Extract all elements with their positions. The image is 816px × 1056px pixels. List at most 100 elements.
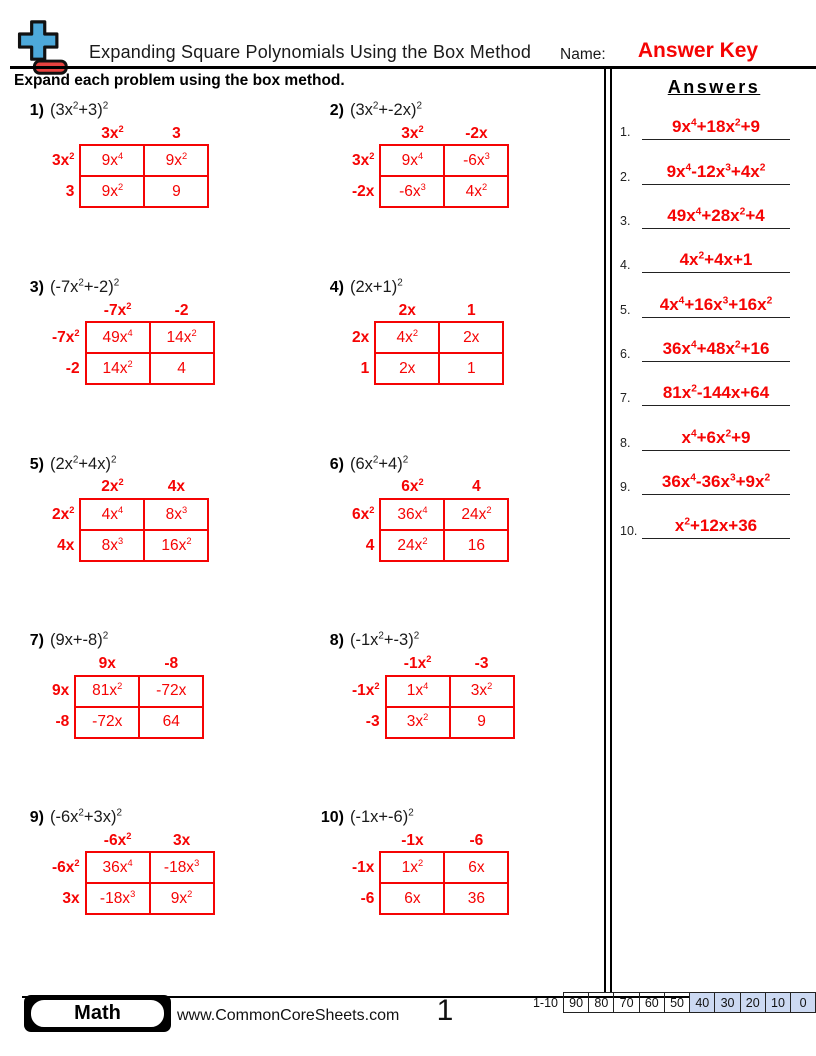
box-cell: -72x — [138, 674, 205, 708]
answer-value: 36x4+48x2+16 — [642, 339, 790, 363]
answer-value: 4x2+4x+1 — [642, 250, 790, 274]
answer-value: 49x4+28x2+4 — [642, 206, 790, 230]
problem: 8) (-1x2+-3)2 -1x2 -3 -1x2 1x4 3x2 -3 3x… — [314, 631, 600, 808]
box-cell: 2x — [438, 321, 505, 355]
answer-number: 10. — [620, 524, 638, 539]
answer-item: 2. 9x4-12x3+4x2 — [612, 140, 816, 185]
box-method-table: -7x2 -2 -7x2 49x4 14x2 -2 14x2 4 — [50, 300, 215, 386]
problem-number: 3) — [29, 278, 44, 296]
box-row-header: 3x — [62, 890, 80, 908]
problem-expression: (-7x2+-2)2 — [50, 277, 120, 296]
box-method-table: 2x2 4x 2x2 4x4 8x3 4x 8x3 16x2 — [50, 477, 210, 562]
header-divider — [10, 66, 816, 69]
answer-number: 2. — [620, 169, 631, 184]
answers-title: Answers — [667, 77, 761, 97]
box-cell: 16 — [443, 528, 510, 562]
box-col-header: -1x — [401, 831, 424, 849]
answer-item: 3. 49x4+28x2+4 — [612, 185, 816, 230]
problem-expression: (9x+-8)2 — [50, 630, 109, 650]
box-cell: -18x3 — [148, 851, 215, 885]
grade-cell: 10 — [764, 992, 792, 1013]
box-col-header: 9x — [98, 655, 116, 673]
box-cell: 36x4 — [379, 497, 446, 531]
box-col-header: 2x2 — [101, 477, 124, 496]
problem-body: (6x2+4)2 6x2 4 6x2 36x4 24x2 4 24x2 16 — [350, 454, 510, 562]
problem: 1) (3x2+3)2 3x2 3 3x2 9x4 9x2 3 9x2 9 — [14, 101, 314, 278]
box-col-header: 4x — [167, 478, 186, 496]
answer-number: 8. — [620, 435, 631, 450]
box-cell: 9 — [448, 705, 515, 739]
box-cell: 8x3 — [79, 528, 146, 562]
answer-item: 4. 4x2+4x+1 — [612, 229, 816, 274]
box-cell: 24x2 — [379, 528, 446, 562]
box-cell: 36x4 — [84, 851, 151, 885]
box-corner — [50, 303, 86, 323]
box-col-header: 3x2 — [401, 123, 424, 142]
answer-number: 7. — [620, 391, 631, 406]
answer-item: 9. 36x4-36x3+9x2 — [612, 451, 816, 496]
box-col-header: -6 — [469, 831, 484, 849]
box-col-header: -3 — [474, 655, 489, 673]
answer-number: 1. — [620, 125, 631, 140]
box-row-header: 2x — [352, 328, 370, 346]
grade-cell: 90 — [562, 992, 590, 1013]
box-cell: 64 — [138, 705, 205, 739]
box-method-table: 9x -8 9x 81x2 -72x -8 -72x 64 — [50, 655, 205, 739]
box-row-header: 1 — [360, 359, 370, 377]
problem-number: 9) — [29, 809, 44, 827]
answers-separator — [604, 69, 612, 992]
problem-number: 5) — [29, 455, 44, 473]
problem-expression: (2x2+4x)2 — [50, 454, 117, 473]
box-cell: 2x — [374, 352, 441, 386]
problem: 9) (-6x2+3x)2 -6x2 3x -6x2 36x4 -18x3 3x… — [14, 808, 314, 985]
box-col-header: 4 — [472, 478, 481, 496]
answer-item: 7. 81x2-144x+64 — [612, 362, 816, 407]
box-cell: 3x2 — [448, 674, 515, 708]
instructions-text: Expand each problem using the box method… — [14, 72, 345, 89]
name-label: Name: — [560, 46, 606, 63]
answer-value: x4+6x2+9 — [642, 428, 790, 451]
box-cell: 24x2 — [443, 497, 510, 531]
box-cell: 9x2 — [148, 882, 215, 916]
problem-expression: (-1x+-6)2 — [350, 807, 414, 827]
box-row-header: 3x2 — [352, 150, 375, 170]
answer-item: 10. x2+12x+36 — [612, 495, 816, 540]
box-cell: 49x4 — [84, 321, 151, 355]
box-col-header: 3x — [172, 831, 191, 849]
box-cell: 6x — [443, 851, 510, 885]
subject-badge-label: Math — [29, 998, 166, 1029]
answer-value: 36x4-36x3+9x2 — [642, 472, 790, 496]
problem-number: 1) — [29, 102, 44, 119]
box-col-header: 3 — [172, 124, 181, 142]
problem-number: 2) — [329, 102, 344, 119]
box-col-header: 6x2 — [401, 477, 424, 496]
answer-number: 4. — [620, 258, 631, 273]
box-row-header: -1x — [352, 859, 375, 877]
box-corner — [350, 303, 375, 323]
answer-value: 9x4+18x2+9 — [642, 117, 790, 141]
box-row-header: -6x2 — [52, 858, 80, 877]
box-col-header: -7x2 — [103, 300, 132, 319]
problem-expression: (6x2+4)2 — [350, 454, 409, 473]
footer-divider — [22, 996, 802, 998]
box-method-table: 3x2 -2x 3x2 9x4 -6x3 -2x -6x3 4x2 — [350, 123, 510, 209]
problem-number: 4) — [329, 278, 344, 296]
answer-item: 1. 9x4+18x2+9 — [612, 96, 816, 141]
box-cell: 1x2 — [379, 851, 446, 885]
box-cell: 9x2 — [79, 175, 146, 209]
box-row-header: -1x2 — [352, 681, 380, 700]
box-cell: 81x2 — [74, 674, 141, 708]
problem-body: (-1x+-6)2 -1x -6 -1x 1x2 6x -6 6x 36 — [350, 807, 510, 916]
box-cell: 14x2 — [84, 352, 151, 386]
box-row-header: 9x — [52, 682, 70, 700]
box-row-header: 4x — [57, 536, 75, 554]
problem: 7) (9x+-8)2 9x -8 9x 81x2 -72x -8 -72x 6… — [14, 631, 314, 808]
box-cell: 4x2 — [374, 321, 441, 355]
page-title: Expanding Square Polynomials Using the B… — [88, 42, 532, 62]
box-col-header: -8 — [164, 655, 179, 673]
problem-body: (2x+1)2 2x 1 2x 4x2 2x 1 2x 1 — [350, 278, 505, 386]
problem-number: 8) — [329, 632, 344, 650]
answer-number: 9. — [620, 480, 631, 495]
problem-expression: (3x2+-2x)2 — [350, 100, 422, 119]
